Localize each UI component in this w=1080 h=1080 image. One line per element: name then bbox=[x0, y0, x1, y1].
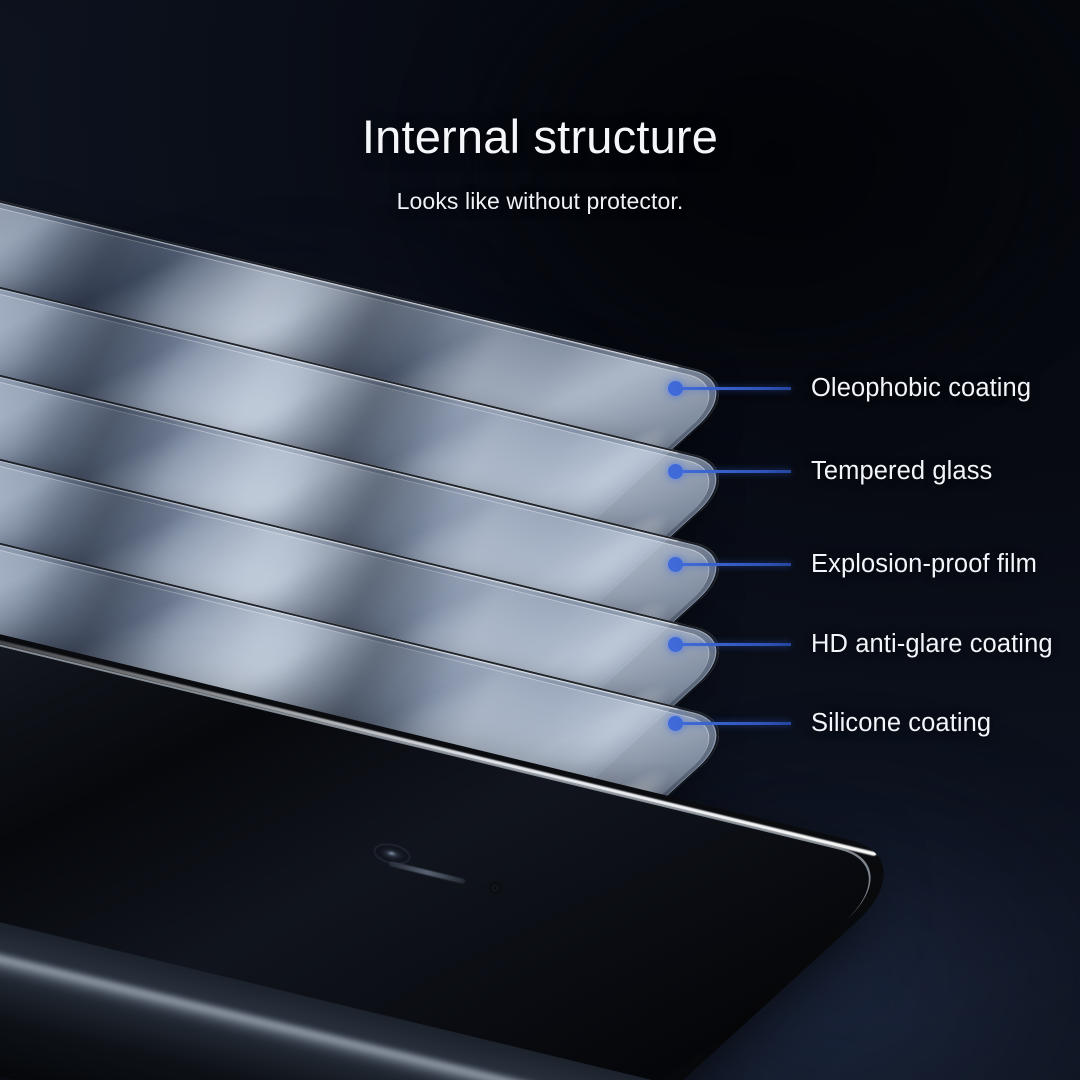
callout-item-explosion-proof-film: Explosion-proof film bbox=[668, 550, 1037, 579]
callout-dot-icon bbox=[668, 464, 683, 479]
callout-item-silicone-coating: Silicone coating bbox=[668, 709, 991, 738]
callout-label: Tempered glass bbox=[811, 457, 993, 485]
callout-dot-icon bbox=[668, 716, 683, 731]
callout-line-icon bbox=[683, 643, 791, 646]
callout-label: Explosion-proof film bbox=[811, 550, 1037, 578]
callout-label: Silicone coating bbox=[811, 709, 992, 737]
callout-dot-icon bbox=[668, 637, 683, 652]
callout-line-icon bbox=[683, 563, 791, 566]
callout-dot-icon bbox=[668, 557, 683, 572]
callout-line-icon bbox=[683, 387, 791, 390]
callout-dot-icon bbox=[668, 381, 683, 396]
callout-label: Oleophobic coating bbox=[811, 374, 1032, 402]
callout-line-icon bbox=[683, 470, 791, 473]
callout-item-oleophobic-coating: Oleophobic coating bbox=[668, 374, 1031, 403]
callout-item-hd-anti-glare-coating: HD anti-glare coating bbox=[668, 630, 1053, 659]
callout-line-icon bbox=[683, 722, 791, 725]
callout-item-tempered-glass: Tempered glass bbox=[668, 457, 992, 486]
callout-label: HD anti-glare coating bbox=[811, 630, 1053, 658]
